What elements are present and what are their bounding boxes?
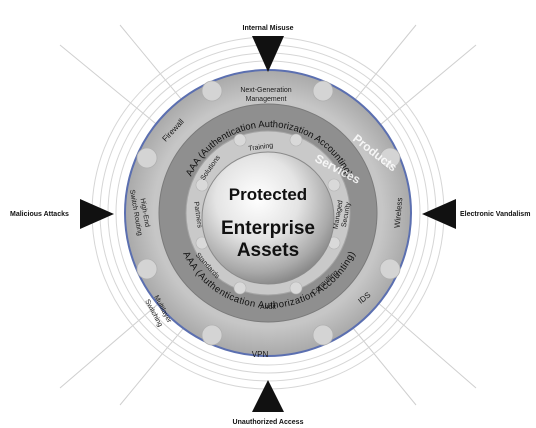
wireless-label: Wireless xyxy=(393,197,405,228)
next-gen-management-line-1: Next-Generation xyxy=(240,87,291,94)
vpn-label: VPN xyxy=(252,350,269,359)
switch-routing-line-1: High-End xyxy=(138,198,150,228)
puzzle-knobs xyxy=(136,80,401,346)
partners-label: Partners xyxy=(192,201,203,229)
audit-label: Audit xyxy=(260,304,276,311)
radial-guide-lines xyxy=(59,24,477,406)
core-line-2: Enterprise xyxy=(221,218,315,239)
core-line-1: Protected xyxy=(229,185,307,204)
next-gen-management-line-2: Management xyxy=(246,96,287,103)
unauthorized-access-label: Unauthorized Access xyxy=(233,419,304,426)
arrow-right-icon xyxy=(80,199,114,229)
electronic-vandalism-label: Electronic Vandalism xyxy=(460,211,530,218)
internal-misuse-label: Internal Misuse xyxy=(243,25,294,32)
core-sphere xyxy=(201,151,335,285)
arrow-up-icon xyxy=(252,380,284,412)
managed-security-line-1: Managed xyxy=(333,200,345,230)
core-line-3: Assets xyxy=(237,240,299,261)
services-knobs xyxy=(195,133,341,295)
arrow-left-icon xyxy=(422,199,456,229)
arrow-down-icon xyxy=(252,36,284,72)
malicious-attacks-label: Malicious Attacks xyxy=(10,211,69,218)
training-label: Training xyxy=(248,142,274,152)
managed-security-line-2: Security xyxy=(341,201,352,228)
